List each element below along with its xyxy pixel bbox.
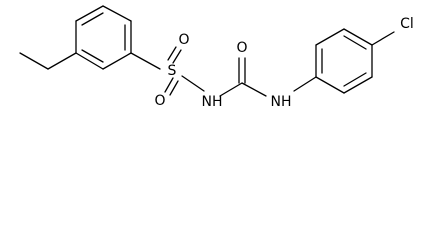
bond [102,5,132,22]
bond [343,76,373,94]
bond [343,28,373,46]
chlorophenyl-ring [315,28,373,94]
bond [75,52,104,70]
bond [181,75,205,92]
bond [315,76,345,94]
bond [19,52,49,70]
bond [315,28,345,46]
aromatic-double-bond [81,12,104,26]
bond [293,76,317,92]
bond [241,82,267,97]
bond [169,80,179,96]
sulfonyl-double-bonds [164,46,182,96]
bond [75,5,104,22]
bond [164,77,174,93]
ethyl-group [19,52,77,70]
ethylphenyl-ring [75,5,132,70]
bond [47,52,77,70]
sulfonyl-oxygen-top-label: O [178,32,189,48]
aromatic-double-bond [343,35,367,50]
amide-nh-label: NH [271,94,292,110]
bond [219,82,243,97]
chlorine-label: Cl [400,16,414,32]
aromatic-double-bond [81,49,104,63]
chemical-structure-diagram: S O O NH O NH Cl [19,5,414,110]
sulfur-label: S [168,63,177,79]
carbonyl-oxygen-label: O [236,40,247,56]
bond [172,49,182,64]
bond [130,52,161,70]
carbonyl-double-bond [238,57,246,84]
aromatic-double-bond [343,72,367,87]
bond [371,31,395,46]
sulfonyl-oxygen-bottom-label: O [154,93,165,109]
sulfonamide-nh-label: NH [202,94,223,110]
bond [167,46,177,61]
bond [102,52,132,70]
